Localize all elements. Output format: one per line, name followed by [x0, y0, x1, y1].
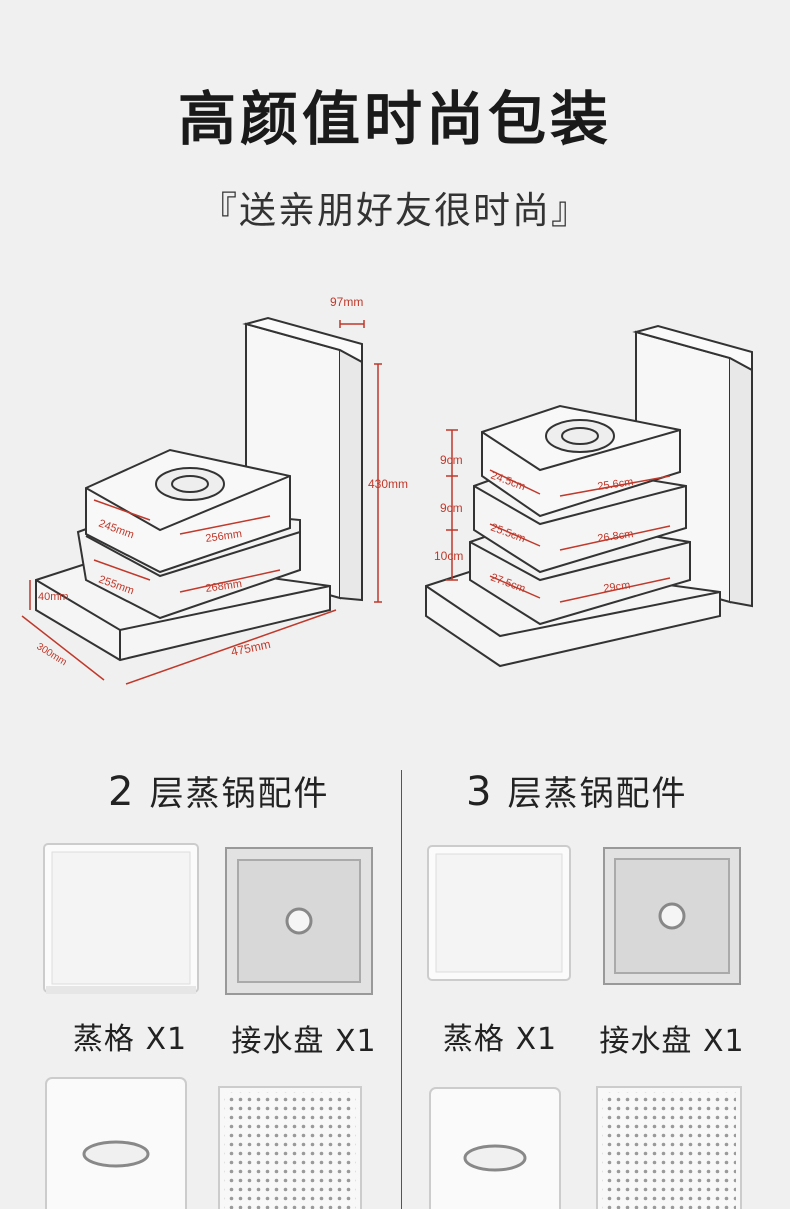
kit-right-item2: 接水盘 X1 — [599, 1024, 745, 1059]
kit-heading-left: 2 层蒸锅配件 — [108, 766, 329, 815]
dim-t2-front: 26.8cm — [597, 528, 634, 545]
dim-height: 430mm — [368, 477, 408, 491]
dim-lower-front: 268mm — [205, 578, 243, 595]
kit-left-item1: 蒸格 X1 — [72, 1022, 188, 1057]
dim-h3: 10cm — [434, 549, 463, 563]
kit-right-number: 3 — [466, 769, 494, 815]
steamer-lid-image-left — [45, 1077, 187, 1209]
steamer-tray-image-left — [43, 843, 199, 994]
kit-left-item2: 接水盘 X1 — [231, 1024, 377, 1059]
dim-h2: 9cm — [440, 501, 463, 515]
right-tier-1 — [481, 404, 681, 518]
kit-right-item1: 蒸格 X1 — [442, 1022, 558, 1057]
left-upper-tier — [85, 448, 291, 574]
kit-right-label: 层蒸锅配件 — [507, 774, 688, 814]
perforated-plate-image-left — [218, 1086, 362, 1209]
steamer-tray-image-right — [427, 845, 571, 981]
dim-h1: 9cm — [440, 453, 463, 467]
steamer-lid-image-right — [429, 1087, 561, 1209]
dim-base-height: 40mm — [38, 591, 69, 603]
dim-t1-front: 25.6cm — [597, 476, 634, 493]
drip-pan-image-right — [603, 847, 741, 985]
kit-left-label: 层蒸锅配件 — [149, 774, 330, 814]
perforated-plate-image-right — [596, 1086, 742, 1209]
dim-top-width: 97mm — [330, 295, 363, 309]
product-dimension-diagram: 97mm 430mm 40mm 300mm 475mm 245mm 256mm … — [21, 295, 753, 685]
kit-heading-right: 3 层蒸锅配件 — [466, 766, 687, 815]
dim-t3-front: 29cm — [603, 579, 631, 595]
page-title: 高颜值时尚包装 — [177, 85, 612, 153]
section-divider — [401, 770, 402, 1209]
kit-left-number: 2 — [108, 769, 136, 815]
dim-depth: 300mm — [34, 641, 68, 668]
dim-length: 475mm — [230, 637, 272, 659]
drip-pan-image-left — [225, 847, 373, 995]
page-subtitle: 『送亲朋好友很时尚』 — [200, 189, 590, 232]
dim-upper-front: 256mm — [205, 528, 243, 545]
